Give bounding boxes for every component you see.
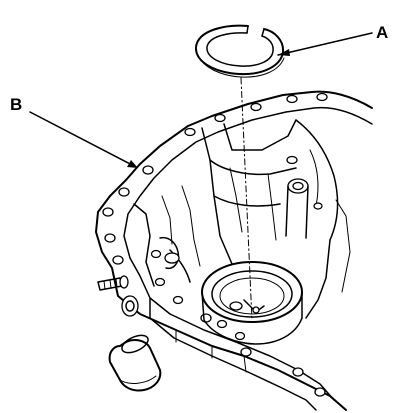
stud-bolt: [97, 275, 129, 291]
callout-b-label: B: [10, 95, 22, 114]
transmission-case: [95, 90, 373, 411]
bearing-bore: [201, 261, 303, 345]
center-axis-line: [240, 77, 253, 321]
case-boss: [285, 155, 323, 239]
callout-a: A: [277, 23, 388, 56]
case-plug: [108, 295, 162, 392]
callout-b: B: [10, 95, 138, 168]
callout-a-label: A: [376, 23, 388, 42]
flange-bolt-holes: [102, 92, 328, 397]
snap-ring: [194, 24, 285, 78]
